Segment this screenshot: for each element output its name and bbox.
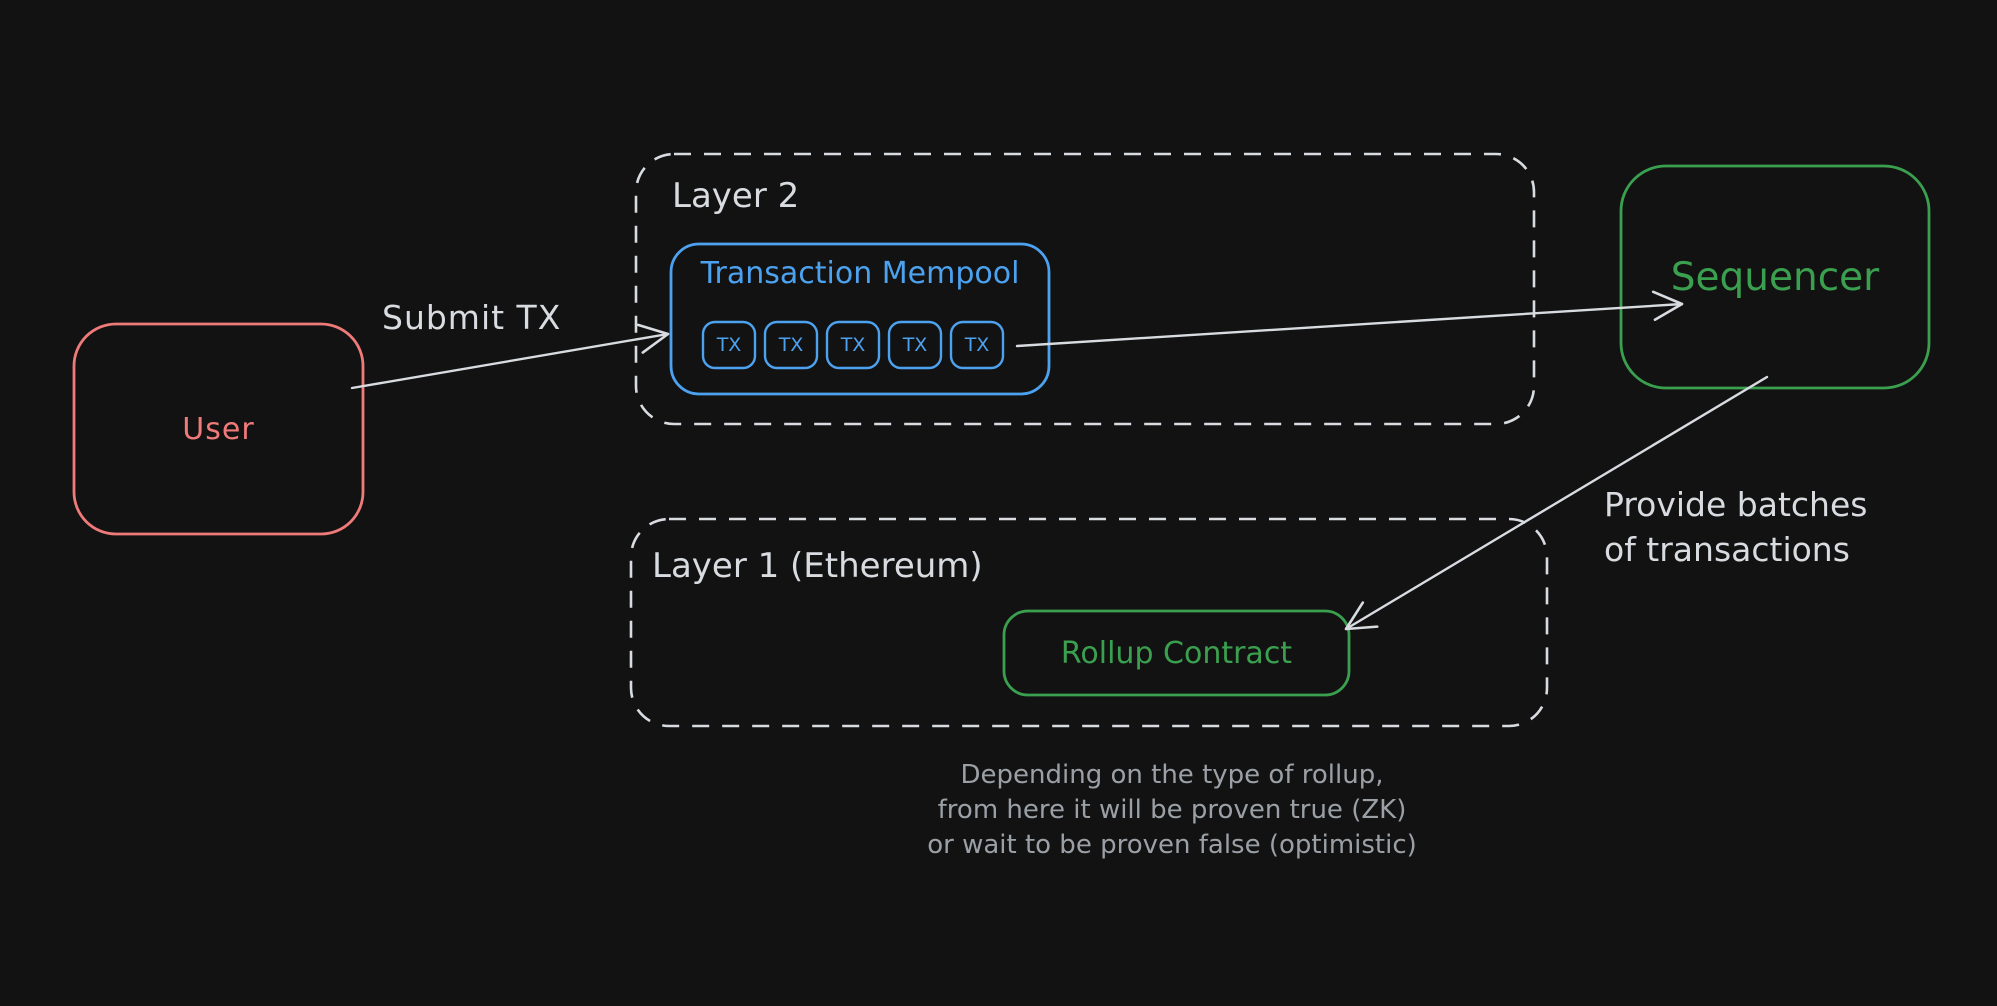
tx-chip-box (701, 320, 757, 370)
tx-chip-label: TX (778, 334, 804, 356)
rollup-contract-label: Rollup Contract (1060, 635, 1293, 671)
sequencer-box (1619, 164, 1931, 390)
tx-chip-label: TX (964, 334, 990, 356)
tx-chip-box (887, 320, 943, 370)
caption-line3: or wait to be proven false (optimistic) (927, 830, 1417, 860)
mempool-to-sequencer-arrow (1015, 290, 1684, 348)
transaction-mempool-box (669, 242, 1051, 396)
tx-chip-box (949, 320, 1005, 370)
provide-batches-line2: of transactions (1604, 530, 1850, 569)
transaction-mempool-label: Transaction Mempool (700, 256, 1020, 291)
sequencer-label: Sequencer (1670, 254, 1880, 300)
tx-chip-label: TX (902, 334, 928, 356)
user-label: User (182, 411, 255, 447)
layer1-label: Layer 1 (Ethereum) (652, 546, 983, 586)
layer2-container-box (634, 152, 1536, 426)
user-to-mempool-arrow (350, 323, 670, 390)
tx-chip-label: TX (840, 334, 866, 356)
caption-line2: from here it will be proven true (ZK) (937, 795, 1407, 825)
caption-line1: Depending on the type of rollup, (960, 760, 1384, 790)
layer1-container-box (629, 517, 1549, 728)
submit-tx-arrow-label: Submit TX (382, 298, 562, 337)
provide-batches-line1: Provide batches (1604, 485, 1868, 524)
tx-chip-box (825, 320, 881, 370)
user-box (72, 322, 365, 536)
tx-chip-box (763, 320, 819, 370)
rollup-type-caption: Depending on the type of rollup, from he… (872, 758, 1472, 863)
tx-chip-label: TX (716, 334, 742, 356)
sequencer-to-rollup-arrow (1344, 375, 1769, 631)
rollup-contract-box (1002, 609, 1351, 697)
layer2-label: Layer 2 (672, 176, 800, 216)
provide-batches-arrow-label: Provide batches of transactions (1604, 482, 1867, 572)
